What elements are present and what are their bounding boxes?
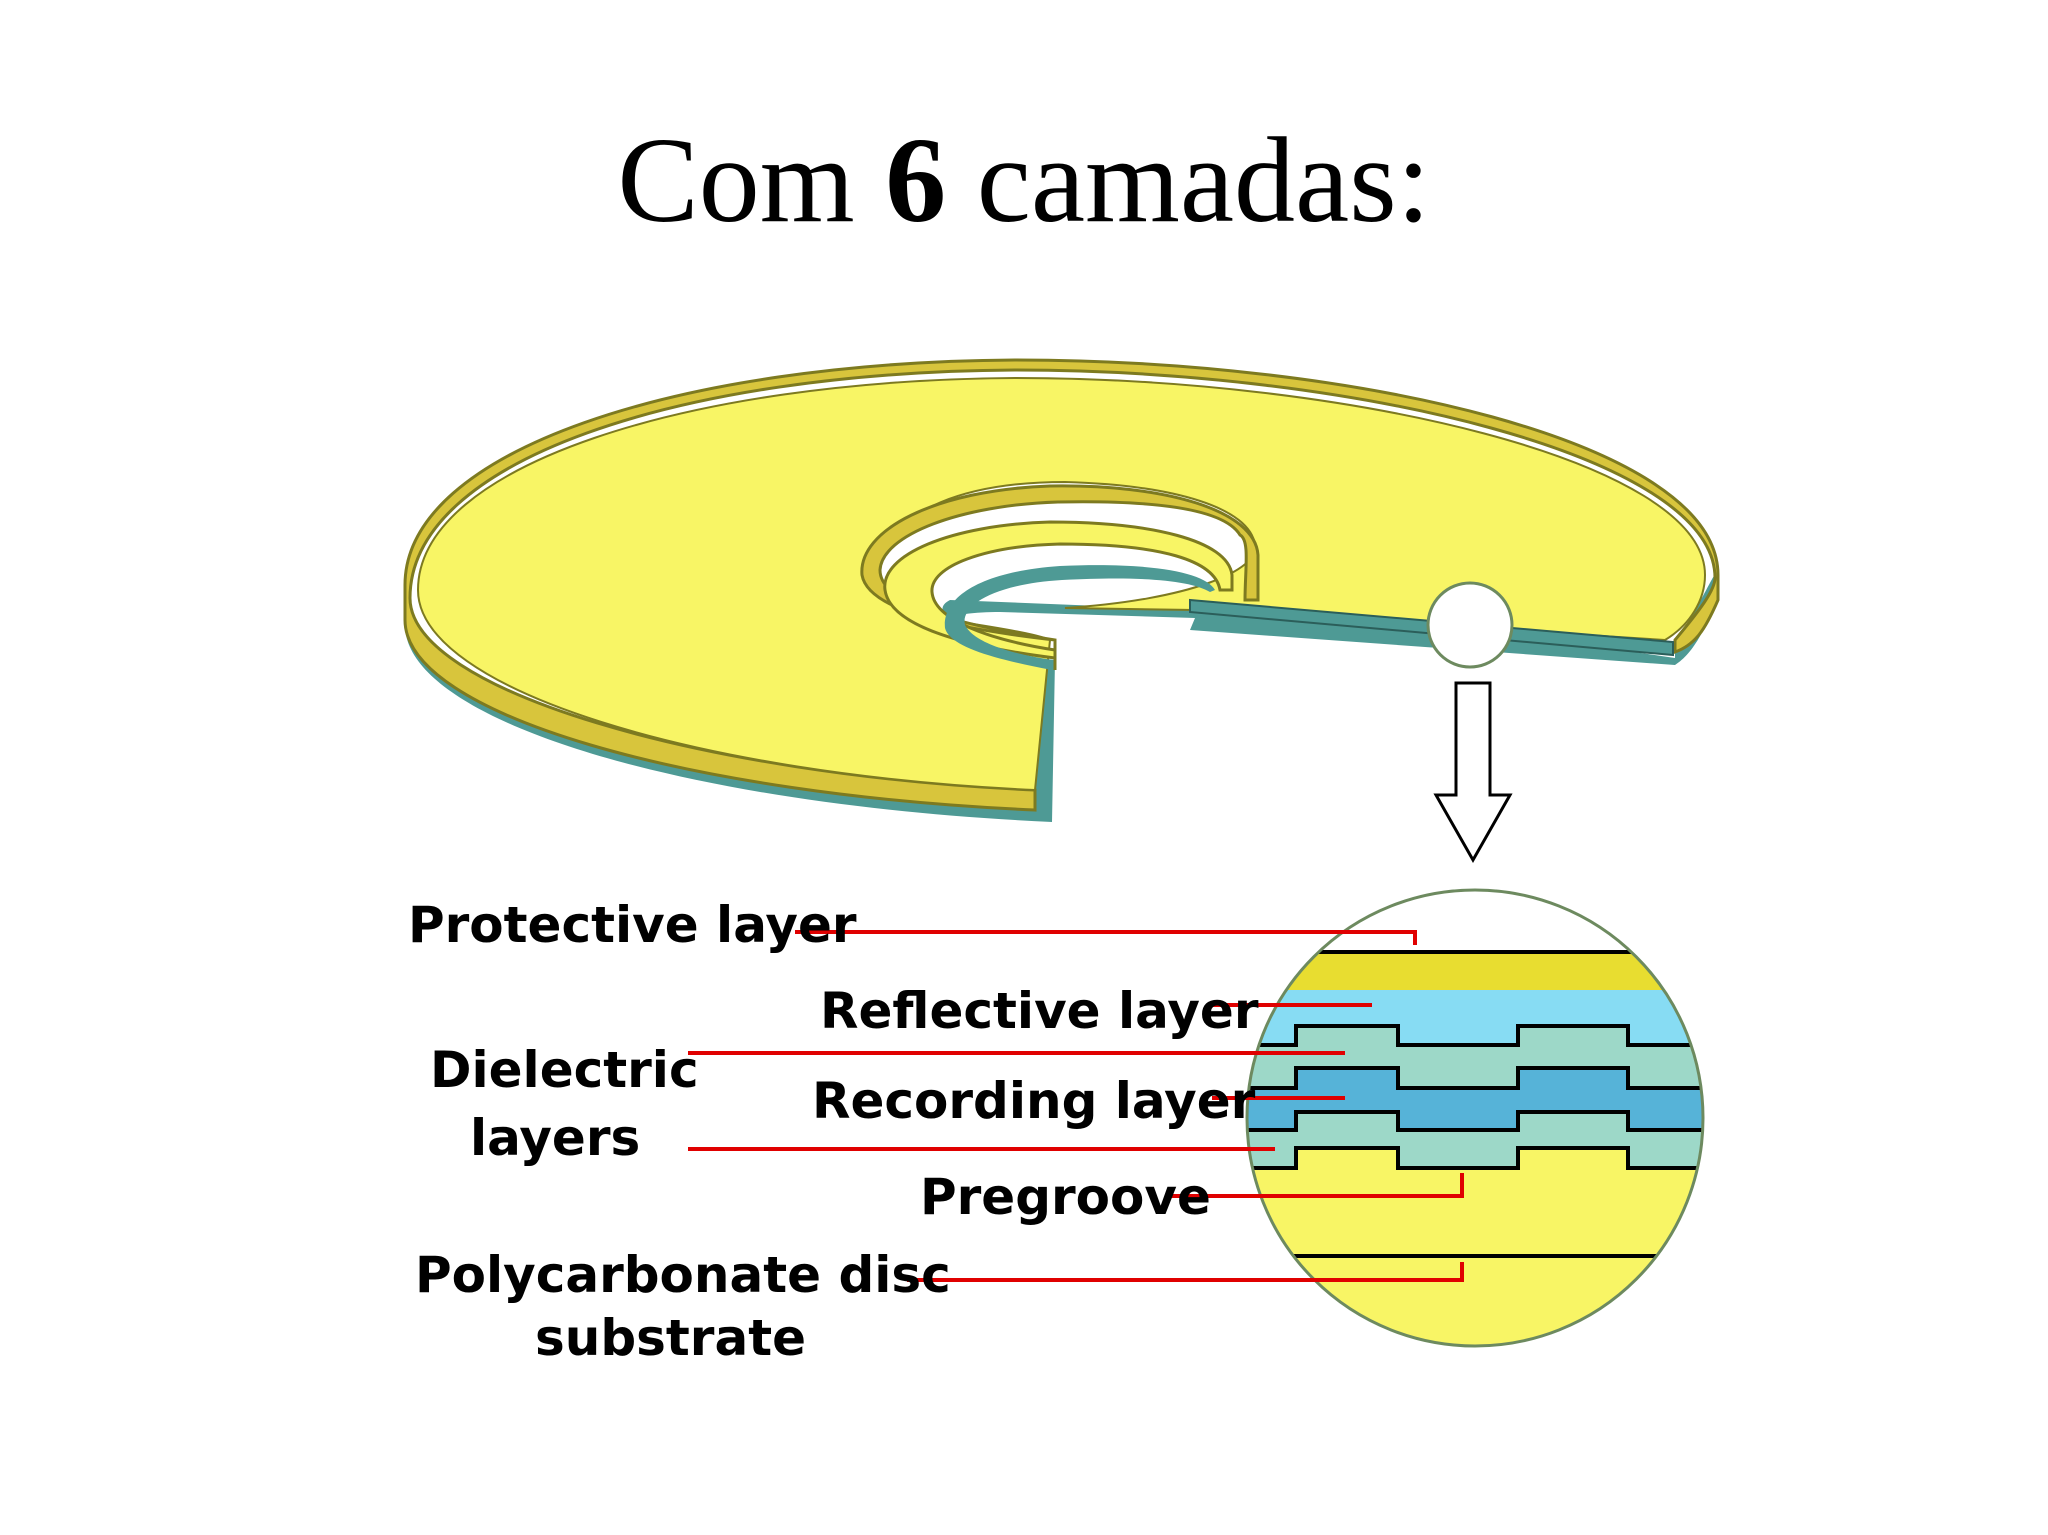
dielectric-layer-lower (1247, 1112, 1703, 1168)
label-reflective-layer: Reflective layer (820, 982, 1259, 1040)
label-protective-layer: Protective layer (408, 896, 857, 954)
magnified-cross-section (1245, 888, 1705, 1348)
disc-illustration (403, 358, 1720, 864)
zoom-spot-circle (1426, 581, 1514, 669)
title-prefix: Com (617, 113, 855, 248)
reflective-metal-layer (1247, 952, 1703, 990)
leader-substrate (907, 1262, 1464, 1282)
disc-hub-ring-outer (860, 484, 1260, 655)
label-substrate-line2: substrate (535, 1309, 806, 1367)
dielectric-layer-upper (1247, 1026, 1703, 1088)
recording-layer (1247, 1068, 1703, 1130)
label-recording-layer: Recording layer (812, 1072, 1256, 1130)
leader-protective (795, 930, 1417, 945)
zoom-arrow (1433, 681, 1513, 864)
magnifier-outline (1245, 888, 1705, 1348)
disc-hole-shadow (944, 565, 1215, 670)
title-number: 6 (885, 113, 947, 248)
label-dielectric-line2: layers (470, 1109, 640, 1167)
leader-lines (688, 930, 1464, 1282)
page-title: Com 6 camadas: (0, 120, 2048, 242)
label-pregroove: Pregroove (920, 1168, 1211, 1226)
disc-bottom-edge (405, 572, 1718, 822)
label-dielectric-line1: Dielectric (430, 1041, 699, 1099)
label-substrate-line1: Polycarbonate disc (415, 1246, 951, 1304)
disc-hub-ring-inner (883, 520, 1234, 670)
title-suffix: camadas: (976, 113, 1431, 248)
leader-pregroove (1170, 1173, 1464, 1198)
